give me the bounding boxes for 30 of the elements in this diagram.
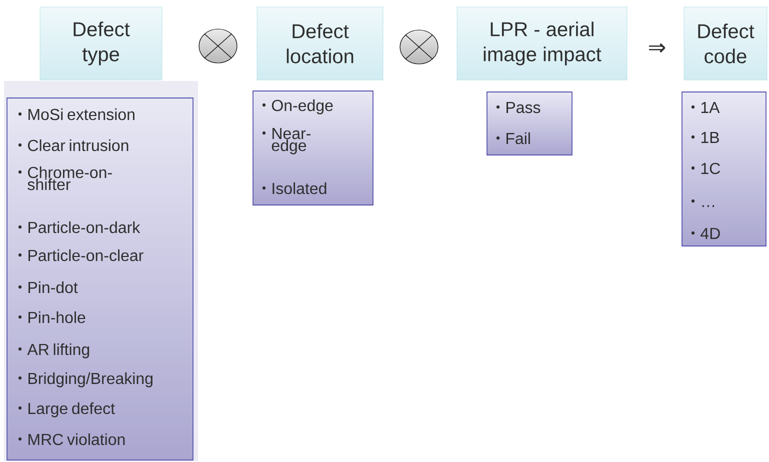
list-item: Bridging/Breaking — [28, 372, 152, 388]
list-item: Pin-hole — [28, 311, 86, 324]
list-item: Particle-on-clear — [28, 249, 144, 262]
list-item: Pass — [506, 102, 540, 114]
implies-symbol: ⇒ — [649, 43, 666, 53]
list-item: 1B — [701, 132, 719, 143]
list-item: Particle-on-dark — [28, 221, 140, 234]
list-item: Clear intrusion — [28, 139, 128, 152]
list-box — [252, 90, 374, 206]
header-box: Defect type — [40, 6, 162, 80]
header-box: Defect code — [684, 6, 768, 80]
list-box — [486, 92, 572, 156]
list-item: 1A — [701, 102, 720, 113]
list-item: Large defect — [28, 402, 115, 418]
list-box — [6, 98, 194, 460]
list-box — [682, 92, 766, 246]
list-item: Chrome-on-shifter — [28, 166, 112, 190]
header-box: LPR - aerial image impact — [456, 6, 628, 80]
list-item: Pin-dot — [28, 281, 78, 294]
list-item: MoSi extension — [28, 108, 134, 120]
list-item: 4D — [700, 228, 720, 239]
header-box: Defect location — [256, 6, 384, 80]
list-item: Near-edge — [272, 128, 310, 154]
list-item: 1C — [701, 162, 720, 174]
list-item: … — [702, 205, 714, 207]
list-item: Isolated — [272, 182, 326, 194]
list-item: On-edge — [272, 99, 333, 114]
list-item: AR lifting — [27, 343, 90, 358]
list-item: Fail — [506, 132, 530, 144]
list-item: MRC violation — [28, 433, 125, 446]
